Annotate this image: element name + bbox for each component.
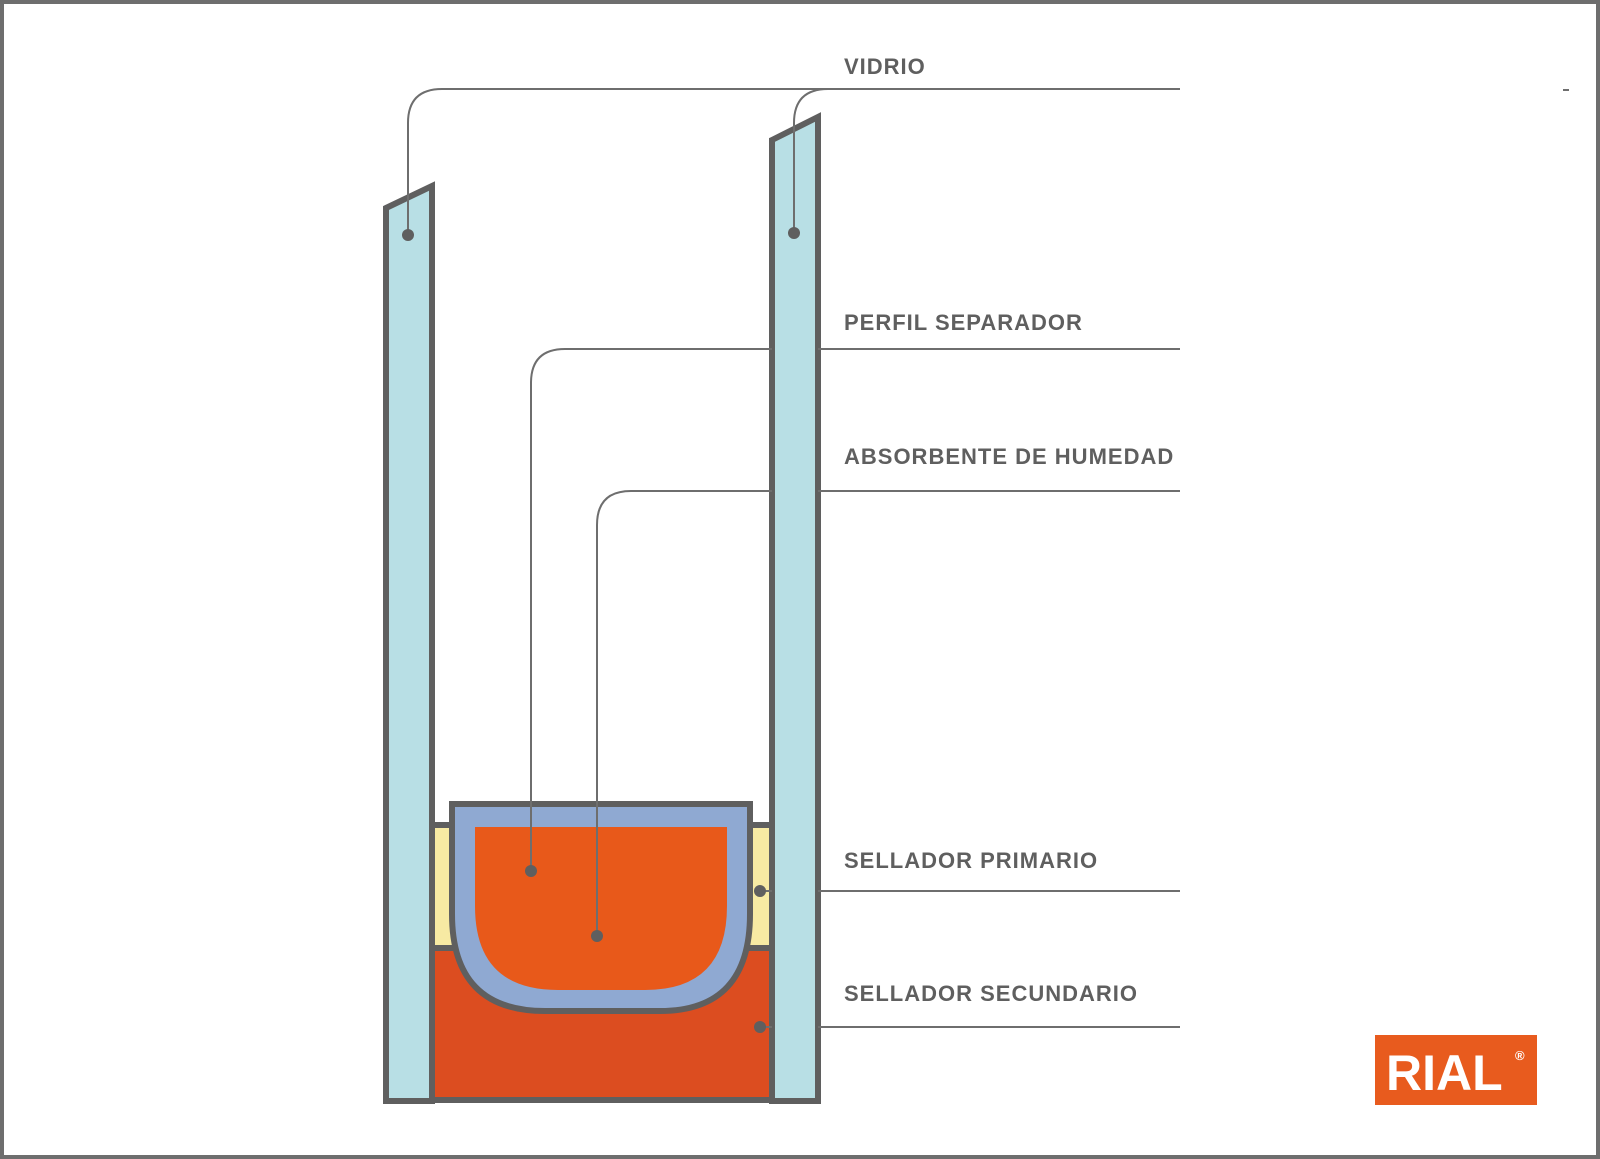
label-perfil-separador: PERFIL SEPARADOR [844,310,1083,335]
leader-line-vidrio-right [793,88,829,233]
logo-text: RIAL [1386,1045,1503,1101]
leader-line-vidrio [407,88,1180,235]
logo-registered-mark: ® [1515,1048,1525,1063]
leader-dot-vidrio-left [402,229,414,241]
leader-dot-secundario [754,1021,766,1033]
desiccant [475,827,727,990]
label-sellador-secundario: SELLADOR SECUNDARIO [844,981,1138,1006]
label-vidrio: VIDRIO [844,54,926,79]
leader-line-absorbente [596,490,772,936]
rial-logo: RIAL ® [1375,1035,1537,1105]
label-absorbente-de-humedad: ABSORBENTE DE HUMEDAD [844,444,1174,469]
logo-background [1375,1035,1537,1105]
leader-line-perfil [530,348,772,871]
glass-pane-right [769,112,821,1104]
glass-pane-left [383,181,435,1104]
label-sellador-primario: SELLADOR PRIMARIO [844,848,1098,873]
leader-dot-primario [754,885,766,897]
leader-dot-vidrio-right [788,227,800,239]
leader-dot-absorbente [591,930,603,942]
leader-dot-perfil [525,865,537,877]
